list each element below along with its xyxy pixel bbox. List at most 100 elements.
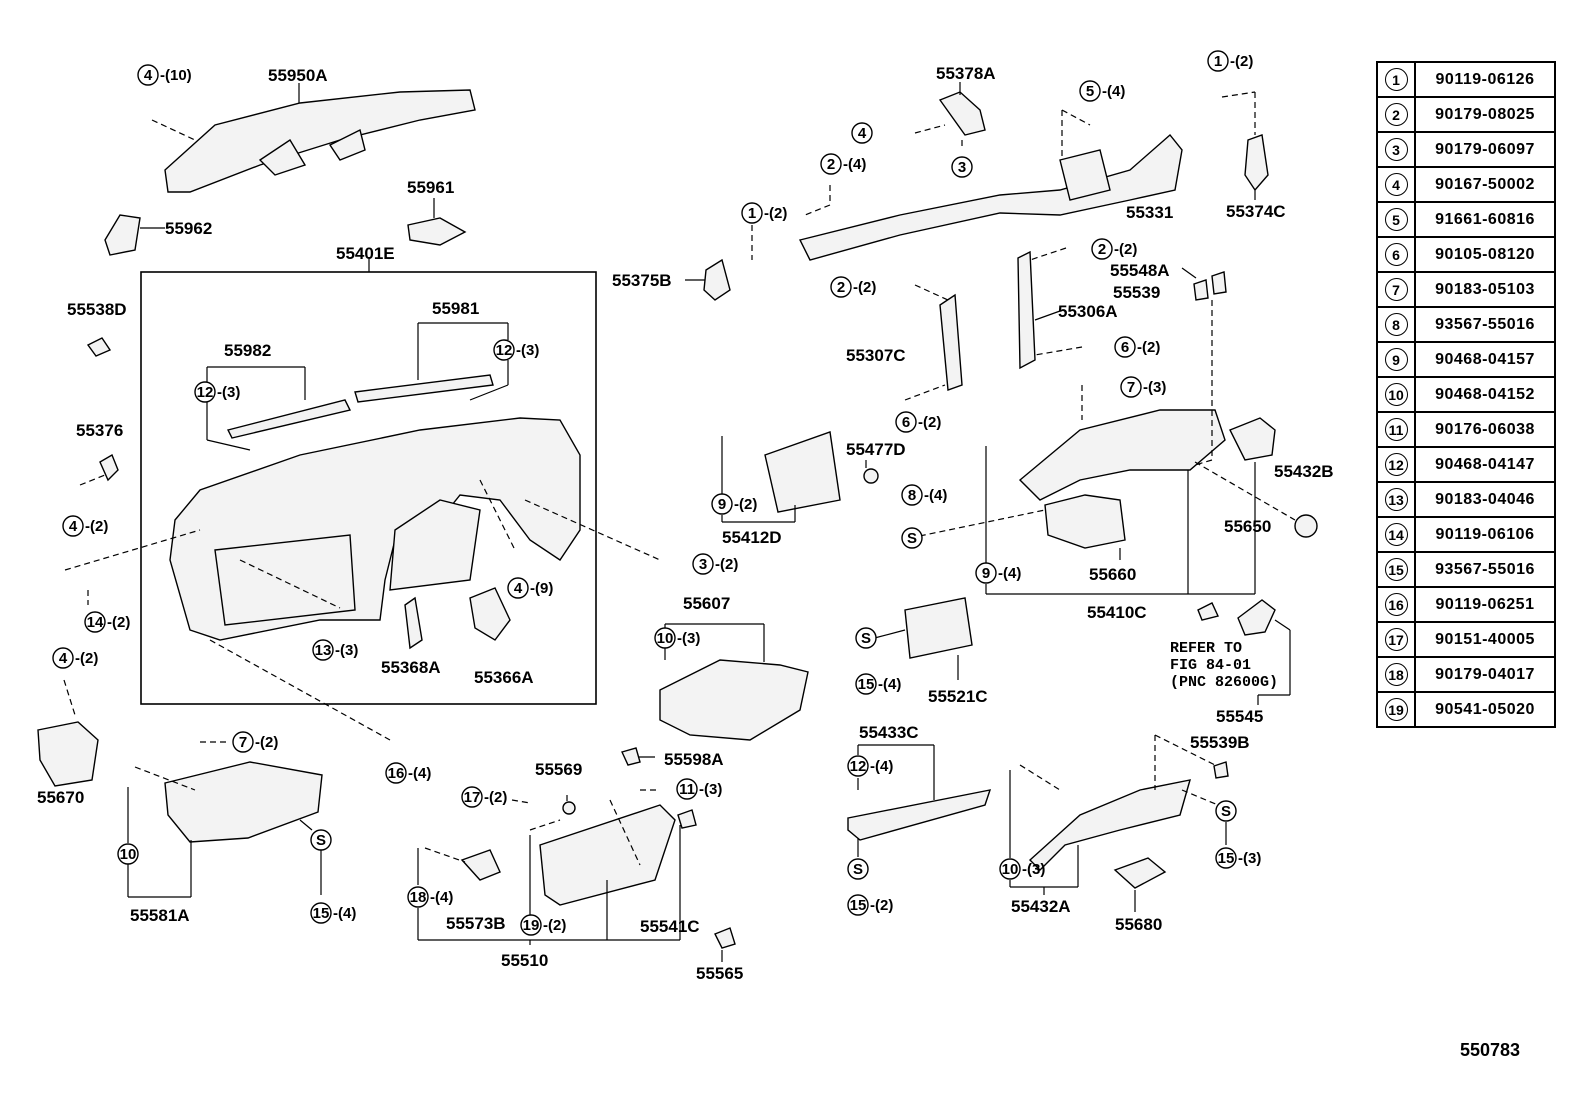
callout: 3 -(2): [692, 553, 738, 575]
svg-text:15: 15: [850, 897, 867, 914]
svg-text:3: 3: [699, 556, 707, 573]
svg-text:2: 2: [837, 279, 845, 296]
svg-text:-(2): -(2): [255, 734, 278, 751]
svg-text:15: 15: [1218, 850, 1235, 867]
callout: 14-(2): [84, 611, 130, 633]
svg-text:6: 6: [902, 414, 910, 431]
svg-text:12: 12: [197, 384, 214, 401]
callout: 5-(4): [1079, 80, 1125, 102]
legend-number-cell: 14: [1378, 518, 1416, 551]
diagram-reference-number: 550783: [1460, 1040, 1521, 1060]
legend-number-cell: 7: [1378, 273, 1416, 306]
legend-number-cell: 11: [1378, 413, 1416, 446]
part-55548A: 55548A: [1110, 261, 1170, 280]
legend-number: 13: [1384, 488, 1408, 511]
legend-row: 15 93567-55016: [1378, 553, 1554, 588]
svg-text:10: 10: [120, 846, 137, 863]
legend-number-cell: 1: [1378, 63, 1416, 96]
callout: 12-(4): [847, 755, 893, 777]
svg-text:S: S: [861, 630, 871, 647]
legend-part-number: 90179-04017: [1435, 665, 1535, 683]
callout: 2-(2): [1091, 238, 1137, 260]
legend-number: 17: [1384, 628, 1408, 651]
svg-text:-(4): -(4): [333, 905, 356, 922]
part-55374C: 55374C: [1226, 202, 1286, 221]
callout: 3: [951, 156, 973, 178]
legend-part-number: 93567-55016: [1435, 560, 1535, 578]
callout: 16-(4): [385, 762, 431, 784]
svg-text:7: 7: [239, 734, 247, 751]
part-55660: 55660: [1089, 565, 1136, 584]
part-55521C: 55521C: [928, 687, 988, 706]
legend-row: 13 90183-04046: [1378, 483, 1554, 518]
svg-text:-(2): -(2): [853, 279, 876, 296]
svg-text:-(3): -(3): [335, 642, 358, 659]
legend-number: 11: [1384, 418, 1408, 441]
svg-text:4: 4: [69, 518, 78, 535]
legend-number: 6: [1384, 243, 1408, 266]
svg-text:-(2): -(2): [715, 556, 738, 573]
legend-number: 7: [1384, 278, 1408, 301]
legend-number: 10: [1384, 383, 1408, 406]
svg-text:2: 2: [1098, 241, 1106, 258]
part-55607: 55607: [683, 594, 730, 613]
svg-text:1: 1: [748, 205, 756, 222]
legend-number-cell: 8: [1378, 308, 1416, 341]
callout: 18-(4): [407, 886, 453, 908]
callout: S: [855, 627, 877, 649]
svg-text:4: 4: [514, 580, 523, 597]
legend-number-cell: 3: [1378, 133, 1416, 166]
legend-part-number: 90541-05020: [1435, 700, 1535, 718]
part-55541C: 55541C: [640, 917, 700, 936]
legend-part-number: 90468-04147: [1435, 455, 1535, 473]
callout: 6 -(2): [1114, 336, 1160, 358]
svg-text:11: 11: [679, 781, 695, 798]
callout: 12-(3): [194, 381, 240, 403]
legend-number: 18: [1384, 663, 1408, 686]
svg-text:-(3): -(3): [1238, 850, 1261, 867]
svg-text:4: 4: [858, 125, 867, 142]
part-55307C: 55307C: [846, 346, 906, 365]
part-55950A: 55950A: [268, 66, 328, 85]
svg-text:9: 9: [982, 565, 990, 582]
legend-number-cell: 15: [1378, 553, 1416, 586]
legend-part-number: 90183-04046: [1435, 490, 1535, 508]
svg-text:2: 2: [827, 156, 835, 173]
legend-part-number: 90105-08120: [1435, 245, 1535, 263]
svg-text:-(3): -(3): [217, 384, 240, 401]
svg-text:15: 15: [858, 676, 875, 693]
callout: 7-(3): [1120, 376, 1166, 398]
legend-number: 4: [1384, 173, 1408, 196]
callout: 19-(2): [520, 914, 566, 936]
callout: 6-(2): [895, 411, 941, 433]
callout: 15-(3): [1215, 847, 1261, 869]
legend-number: 5: [1384, 208, 1408, 231]
svg-text:S: S: [316, 832, 326, 849]
svg-text:-(2): -(2): [85, 518, 108, 535]
svg-text:S: S: [853, 861, 863, 878]
callout: 15-(4): [855, 673, 901, 695]
callout: S: [847, 858, 869, 880]
part-55539B: 55539B: [1190, 733, 1250, 752]
part-55670: 55670: [37, 788, 84, 807]
legend-number: 12: [1384, 453, 1408, 476]
svg-text:3: 3: [958, 159, 966, 176]
svg-text:18: 18: [410, 889, 427, 906]
svg-text:6: 6: [1121, 339, 1129, 356]
svg-text:S: S: [907, 530, 917, 547]
refer-to-figure-note: REFER TO FIG 84-01 (PNC 82600G): [1170, 640, 1279, 691]
svg-text:-(2): -(2): [1137, 339, 1160, 356]
leader-lines: [63, 82, 1296, 962]
legend-part-number: 90119-06251: [1435, 595, 1535, 613]
callout: 4: [851, 122, 873, 144]
part-55401E: 55401E: [336, 244, 395, 263]
callout: 12-(3): [493, 339, 539, 361]
legend-row: 18 90179-04017: [1378, 658, 1554, 693]
svg-text:-(3): -(3): [1022, 861, 1045, 878]
fastener-callouts: 4-(10) 4-(2) 14-(2) 4-(2) 12-(3) 12-(3) …: [52, 50, 1261, 936]
